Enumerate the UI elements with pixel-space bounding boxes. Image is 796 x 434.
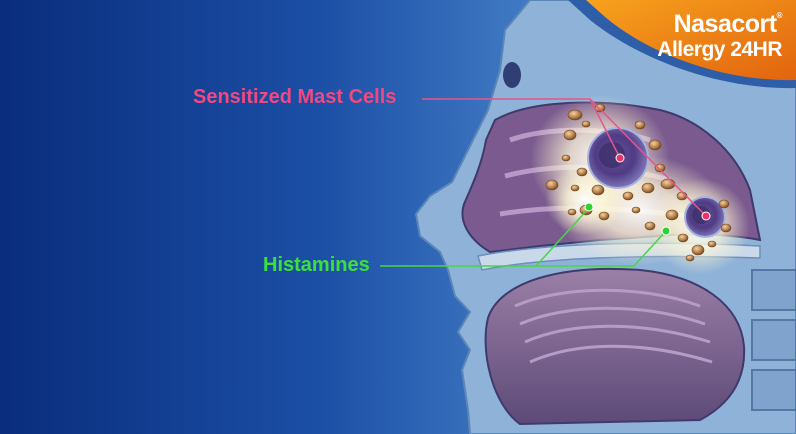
- brand-name: Nasacort®: [673, 10, 783, 38]
- cervical-spine: [751, 269, 796, 411]
- brand-badge-shape: [568, 0, 796, 89]
- nostril: [503, 62, 521, 88]
- brand-logo: Nasacort® Allergy 24HR: [657, 10, 783, 61]
- mast-cells-label: Sensitized Mast Cells: [193, 86, 397, 108]
- tongue: [484, 267, 746, 426]
- brand-subtitle: Allergy 24HR: [657, 38, 782, 61]
- histamines-leader-line: [380, 202, 671, 267]
- histamines-label: Histamines: [263, 254, 370, 276]
- trademark-symbol: ®: [776, 11, 783, 20]
- mast-cells-leader-line: [422, 98, 711, 221]
- histamine-granules: [545, 103, 732, 262]
